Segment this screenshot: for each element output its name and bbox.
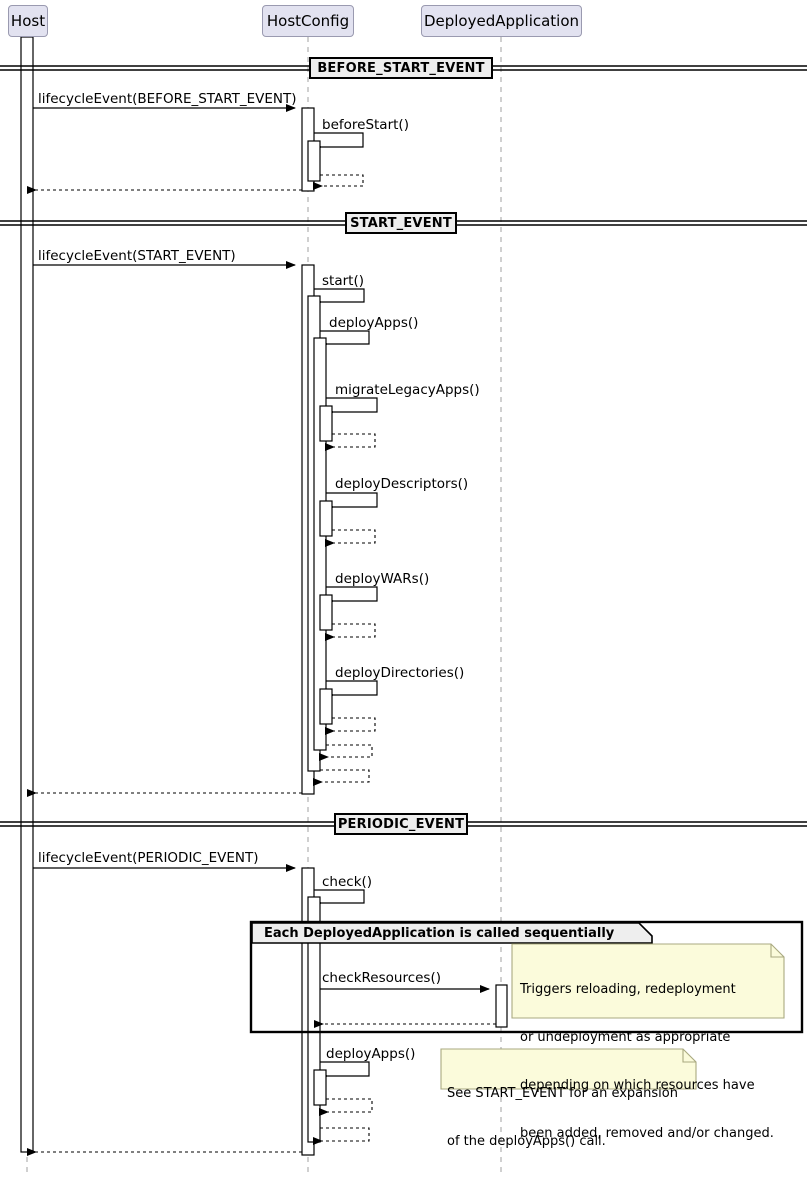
- activation-hostconfig-deployApps-l3: [313, 337, 327, 751]
- activation-deployedapplication-checkResources: [495, 984, 508, 1028]
- message-migrateLegacyApps: [325, 397, 378, 416]
- message-deployApps-periodic: [319, 1061, 370, 1080]
- divider-periodic-event: PERIODIC_EVENT: [334, 813, 468, 835]
- message-deployWARs: [325, 586, 378, 605]
- note-line: been added, removed and/or changed.: [520, 1126, 774, 1141]
- divider-start-event-label: START_EVENT: [350, 215, 452, 231]
- divider-periodic-event-label: PERIODIC_EVENT: [337, 816, 465, 832]
- activation-hostconfig-beforeStart: [307, 140, 321, 182]
- activation-hostconfig-migrateLegacyApps: [319, 405, 333, 442]
- participant-deployedapplication-label: DeployedApplication: [423, 12, 580, 30]
- note-text-deployApps: See START_EVENT for an expansion of the …: [447, 1054, 692, 1177]
- return-deployDescriptors: [325, 529, 376, 547]
- participant-hostconfig-label: HostConfig: [266, 12, 350, 30]
- divider-before-start-event-label: BEFORE_START_EVENT: [317, 60, 485, 76]
- message-deployDescriptors: [325, 492, 378, 511]
- note-deployApps-shape: [440, 1048, 697, 1090]
- note-line: See START_EVENT for an expansion: [447, 1086, 678, 1101]
- group-frame-each-deployed-application: [249, 920, 804, 1034]
- note-text-checkResources: Triggers reloading, redeployment or unde…: [520, 950, 782, 1174]
- divider-start-event: START_EVENT: [345, 212, 457, 234]
- message-label-lifecycleEvent-periodic: lifecycleEvent(PERIODIC_EVENT): [38, 850, 259, 866]
- note-line: or undeployment as appropriate: [520, 1030, 731, 1045]
- message-label-check: check(): [322, 874, 373, 890]
- note-checkResources-shape: [511, 943, 785, 1019]
- activation-hostconfig-deployWARs: [319, 594, 333, 631]
- message-label-deployApps-start: deployApps(): [329, 315, 419, 331]
- activation-hostconfig-deployApps-periodic: [313, 1069, 327, 1106]
- participant-host[interactable]: Host: [8, 5, 48, 37]
- message-label-beforeStart: beforeStart(): [322, 117, 409, 133]
- message-label-start: start(): [322, 273, 364, 289]
- group-label-text: Each DeployedApplication is called seque…: [264, 925, 615, 941]
- note-line: Triggers reloading, redeployment: [520, 982, 736, 997]
- return-deployApps-periodic: [319, 1098, 373, 1116]
- message-label-checkResources: checkResources(): [322, 970, 442, 986]
- message-label-deployApps-periodic: deployApps(): [326, 1046, 416, 1062]
- message-label-deployDirectories: deployDirectories(): [335, 665, 465, 681]
- message-beforeStart: [313, 132, 364, 151]
- message-deployApps-start: [319, 330, 370, 348]
- message-label-deployDescriptors: deployDescriptors(): [335, 476, 469, 492]
- message-label-deployWARs: deployWARs(): [335, 571, 430, 587]
- return-deployDirectories: [325, 717, 376, 735]
- note-line: of the deployApps() call.: [447, 1134, 606, 1149]
- return-migrateLegacyApps: [325, 433, 376, 451]
- return-deployWARs: [325, 623, 376, 641]
- group-label-each-deployed-application: Each DeployedApplication is called seque…: [252, 923, 639, 943]
- return-beforeStart: [313, 174, 364, 190]
- participant-deployedapplication[interactable]: DeployedApplication: [421, 5, 582, 37]
- message-label-lifecycleEvent-start: lifecycleEvent(START_EVENT): [38, 248, 236, 264]
- divider-before-start-event: BEFORE_START_EVENT: [309, 57, 493, 79]
- note-line: depending on which resources have: [520, 1078, 755, 1093]
- message-label-lifecycleEvent-before-start: lifecycleEvent(BEFORE_START_EVENT): [38, 91, 297, 107]
- participant-host-label: Host: [10, 12, 46, 30]
- message-label-migrateLegacyApps: migrateLegacyApps(): [335, 382, 480, 398]
- activation-hostconfig-deployDirectories: [319, 688, 333, 725]
- message-check: [313, 889, 365, 907]
- return-deployApps-start: [319, 744, 373, 761]
- group-label-shape: [251, 922, 653, 944]
- activation-host: [20, 36, 34, 1153]
- return-check-periodic: [313, 1127, 370, 1145]
- return-start: [313, 769, 370, 786]
- activation-hostconfig-deployDescriptors: [319, 500, 333, 537]
- message-start: [313, 288, 365, 306]
- message-deployDirectories: [325, 680, 378, 699]
- participant-hostconfig[interactable]: HostConfig: [262, 5, 354, 37]
